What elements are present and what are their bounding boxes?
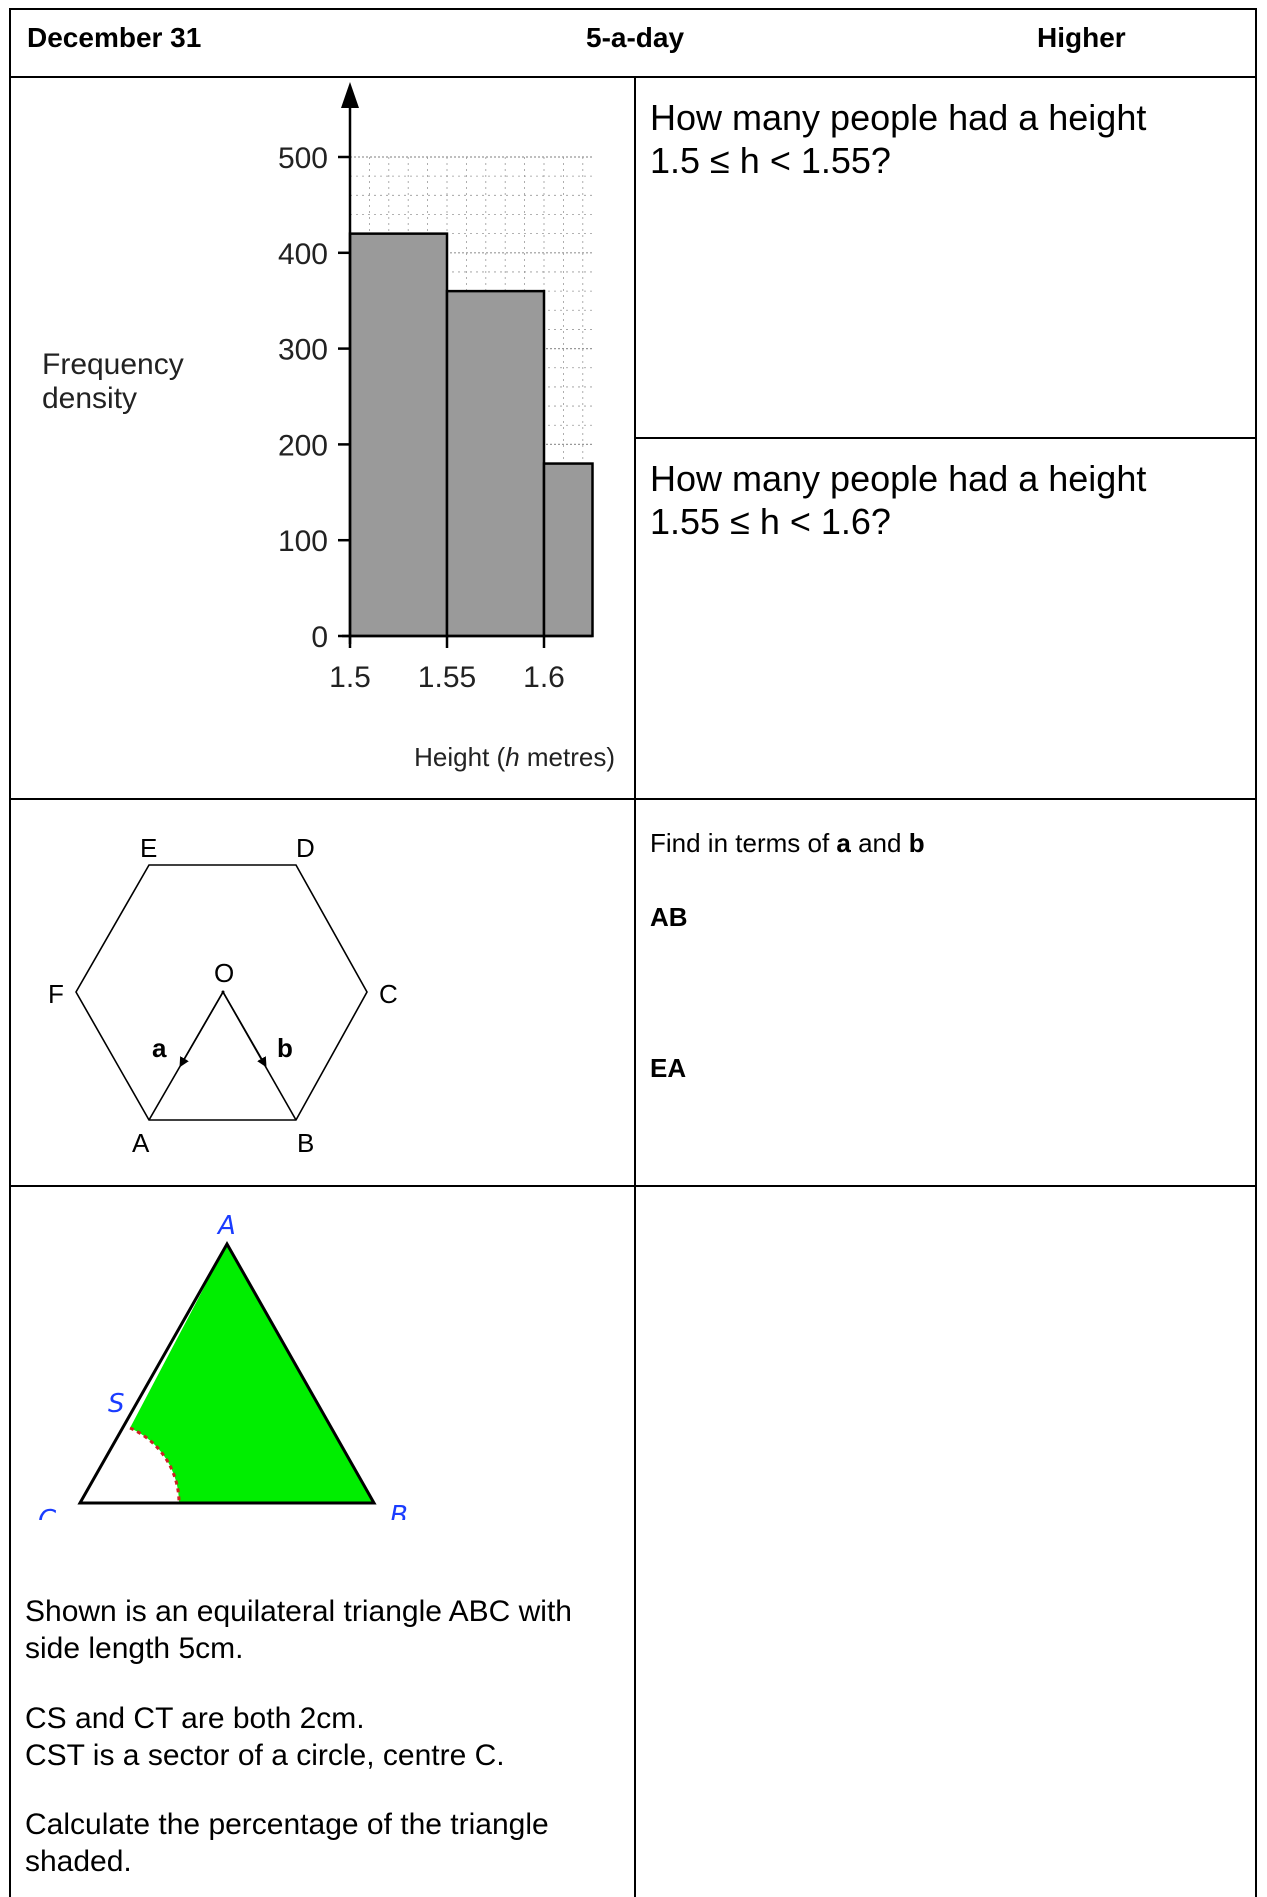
q2-prompt-b: b — [908, 828, 925, 858]
point-o-label: O — [214, 958, 234, 988]
histogram-bar — [542, 462, 594, 638]
histogram-bar — [445, 289, 546, 638]
y-tick-label: 200 — [278, 429, 328, 462]
q1a-inequality: 1.5 ≤ h < 1.55? — [650, 140, 891, 181]
x-tick-label: 1.5 — [329, 661, 371, 694]
x-tick-label: 1.55 — [418, 661, 476, 694]
point-o — [221, 990, 225, 994]
q3-p1-line2: side length 5cm. — [25, 1632, 244, 1665]
q3-p2-line1: CS and CT are both 2cm. — [25, 1702, 365, 1735]
q3-paragraph-3: Calculate the percentage of the triangle… — [25, 1806, 625, 1880]
vector-a-label: a — [152, 1033, 167, 1063]
histogram-bars — [348, 232, 594, 638]
y-tick-label: 100 — [278, 525, 328, 558]
header-title: 5-a-day — [586, 22, 685, 53]
y-tick-label: 300 — [278, 334, 328, 367]
sector-arc — [129, 1426, 181, 1504]
header-date: December 31 — [27, 22, 202, 53]
y-tick-label: 400 — [278, 238, 328, 271]
histogram-axes — [338, 82, 593, 648]
vertex-c-label: C — [379, 979, 398, 1009]
q3-p2-line2: CST is a sector of a circle, centre C. — [25, 1739, 505, 1772]
triangle-label-t: T — [170, 1519, 188, 1520]
vertex-d-label: D — [296, 833, 315, 863]
q1b-question: How many people had a height 1.55 ≤ h < … — [650, 457, 1146, 543]
shaded-region — [130, 1244, 374, 1503]
vector-b-label: b — [277, 1033, 293, 1063]
q3-p3-line1: Calculate the percentage of the triangle — [25, 1808, 549, 1841]
vertex-f-label: F — [48, 979, 64, 1009]
row1-right-divider — [634, 437, 1257, 439]
q2-part-ea: EA — [650, 1053, 687, 1083]
q2-prompt-a: a — [836, 828, 851, 858]
q1a-question: How many people had a height 1.5 ≤ h < 1… — [650, 96, 1146, 182]
q3-p3-line2: shaded. — [25, 1845, 132, 1878]
row1-divider — [9, 798, 1257, 800]
triangle-outline — [77, 1240, 377, 1505]
q2-part-ab: AB — [650, 902, 688, 932]
q3-paragraph-1: Shown is an equilateral triangle ABC wit… — [25, 1593, 625, 1667]
q1a-text: How many people had a height — [650, 97, 1147, 138]
header-level: Higher — [1037, 22, 1126, 53]
q3-p1-line1: Shown is an equilateral triangle ABC wit… — [25, 1595, 572, 1628]
q1b-text: How many people had a height — [650, 458, 1147, 499]
y-tick-label: 0 — [311, 621, 328, 654]
histogram-labels: 0 100 200 300 400 500 1.5 1.55 1.6 Frequencydensi… — [42, 142, 615, 772]
y-axis-arrow-icon — [341, 82, 359, 108]
q3-paragraph-2: CS and CT are both 2cm. CST is a sector … — [25, 1700, 625, 1774]
y-tick-label: 500 — [278, 142, 328, 175]
triangle-label-s: S — [108, 1389, 125, 1419]
header-divider — [9, 76, 1257, 78]
triangle-label-b: B — [390, 1501, 408, 1520]
vector-a-arrow — [179, 991, 224, 1068]
x-tick-label: 1.6 — [523, 661, 565, 694]
q2-prompt-prefix: Find in terms of — [650, 828, 837, 858]
triangle-label-c: C — [38, 1505, 57, 1520]
triangle-label-a: A — [216, 1211, 236, 1241]
triangle-diagram: A S C T B — [38, 1211, 408, 1520]
row2-divider — [9, 1185, 1257, 1187]
histogram-chart: 0 100 200 300 400 500 1.5 1.55 1.6 Frequencydensi… — [42, 82, 615, 772]
x-axis-title: Height (h metres) — [414, 742, 615, 772]
vertex-a-label: A — [132, 1128, 150, 1158]
vertex-b-label: B — [297, 1128, 314, 1158]
vertex-e-label: E — [140, 833, 157, 863]
hexagon-diagram: E D F C O A B a b — [48, 833, 398, 1158]
q2-prompt-and: and — [850, 828, 909, 858]
worksheet-table — [9, 8, 1257, 1897]
y-axis-title-line1: Frequency — [42, 348, 184, 381]
vector-b-arrow — [222, 991, 267, 1068]
histogram-bar — [348, 232, 449, 638]
column-divider — [634, 76, 636, 1897]
hexagon-shape — [75, 864, 368, 1121]
y-axis-title-line2: density — [42, 382, 137, 415]
q2-prompt: Find in terms of a and b — [650, 828, 925, 859]
q1b-inequality: 1.55 ≤ h < 1.6? — [650, 501, 891, 542]
